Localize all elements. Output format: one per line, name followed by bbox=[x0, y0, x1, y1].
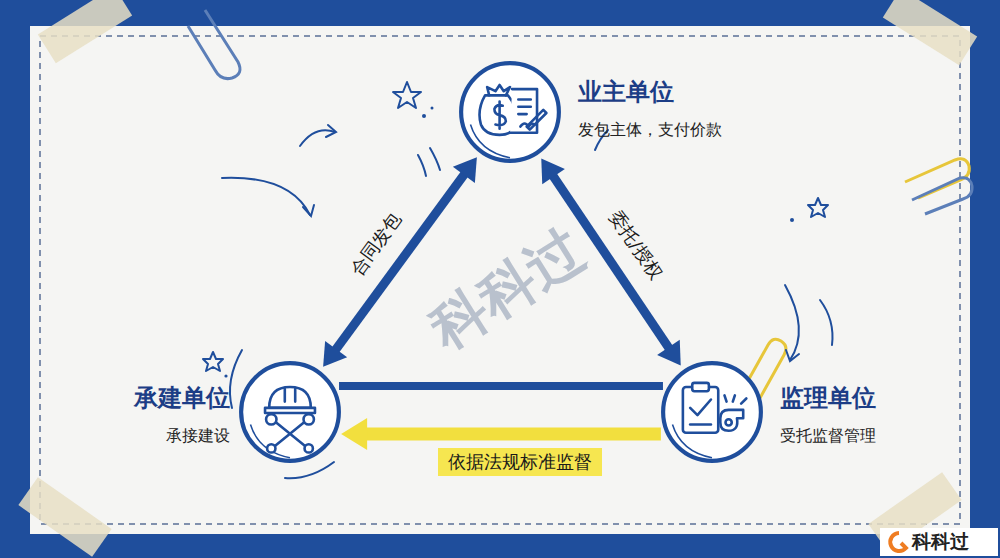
arrow-head bbox=[323, 341, 347, 367]
edge-label: 委托/授权 bbox=[604, 206, 668, 284]
arrow-head bbox=[453, 157, 477, 183]
edge-label: 依据法规标准监督 bbox=[438, 448, 602, 476]
edge-label: 合同发包 bbox=[345, 208, 407, 280]
role-description: 承接建设 bbox=[166, 426, 230, 447]
connector-line bbox=[339, 382, 663, 390]
role-description: 受托监督管理 bbox=[780, 426, 876, 447]
role-heading: 承建单位 bbox=[134, 382, 230, 414]
role-heading: 监理单位 bbox=[780, 382, 876, 414]
circle-icon bbox=[458, 60, 562, 164]
logo-text: 科科过 bbox=[912, 529, 969, 555]
circle-icon bbox=[238, 360, 342, 464]
connector bbox=[339, 386, 663, 387]
connector bbox=[341, 418, 661, 450]
role-circle: 承建单位承接建设 bbox=[238, 360, 342, 464]
connector-line bbox=[362, 428, 661, 441]
role-circle: 监理单位受托监督管理 bbox=[660, 360, 764, 464]
role-description: 发包主体，支付价款 bbox=[578, 120, 722, 141]
role-circle: 业主单位发包主体，支付价款 bbox=[458, 60, 562, 164]
role-heading: 业主单位 bbox=[578, 76, 674, 108]
arrow-head bbox=[541, 158, 565, 184]
arrow-head bbox=[341, 418, 367, 450]
arrow-head bbox=[657, 340, 681, 366]
circle-icon bbox=[660, 360, 764, 464]
watermark: 科科过 bbox=[417, 213, 600, 366]
